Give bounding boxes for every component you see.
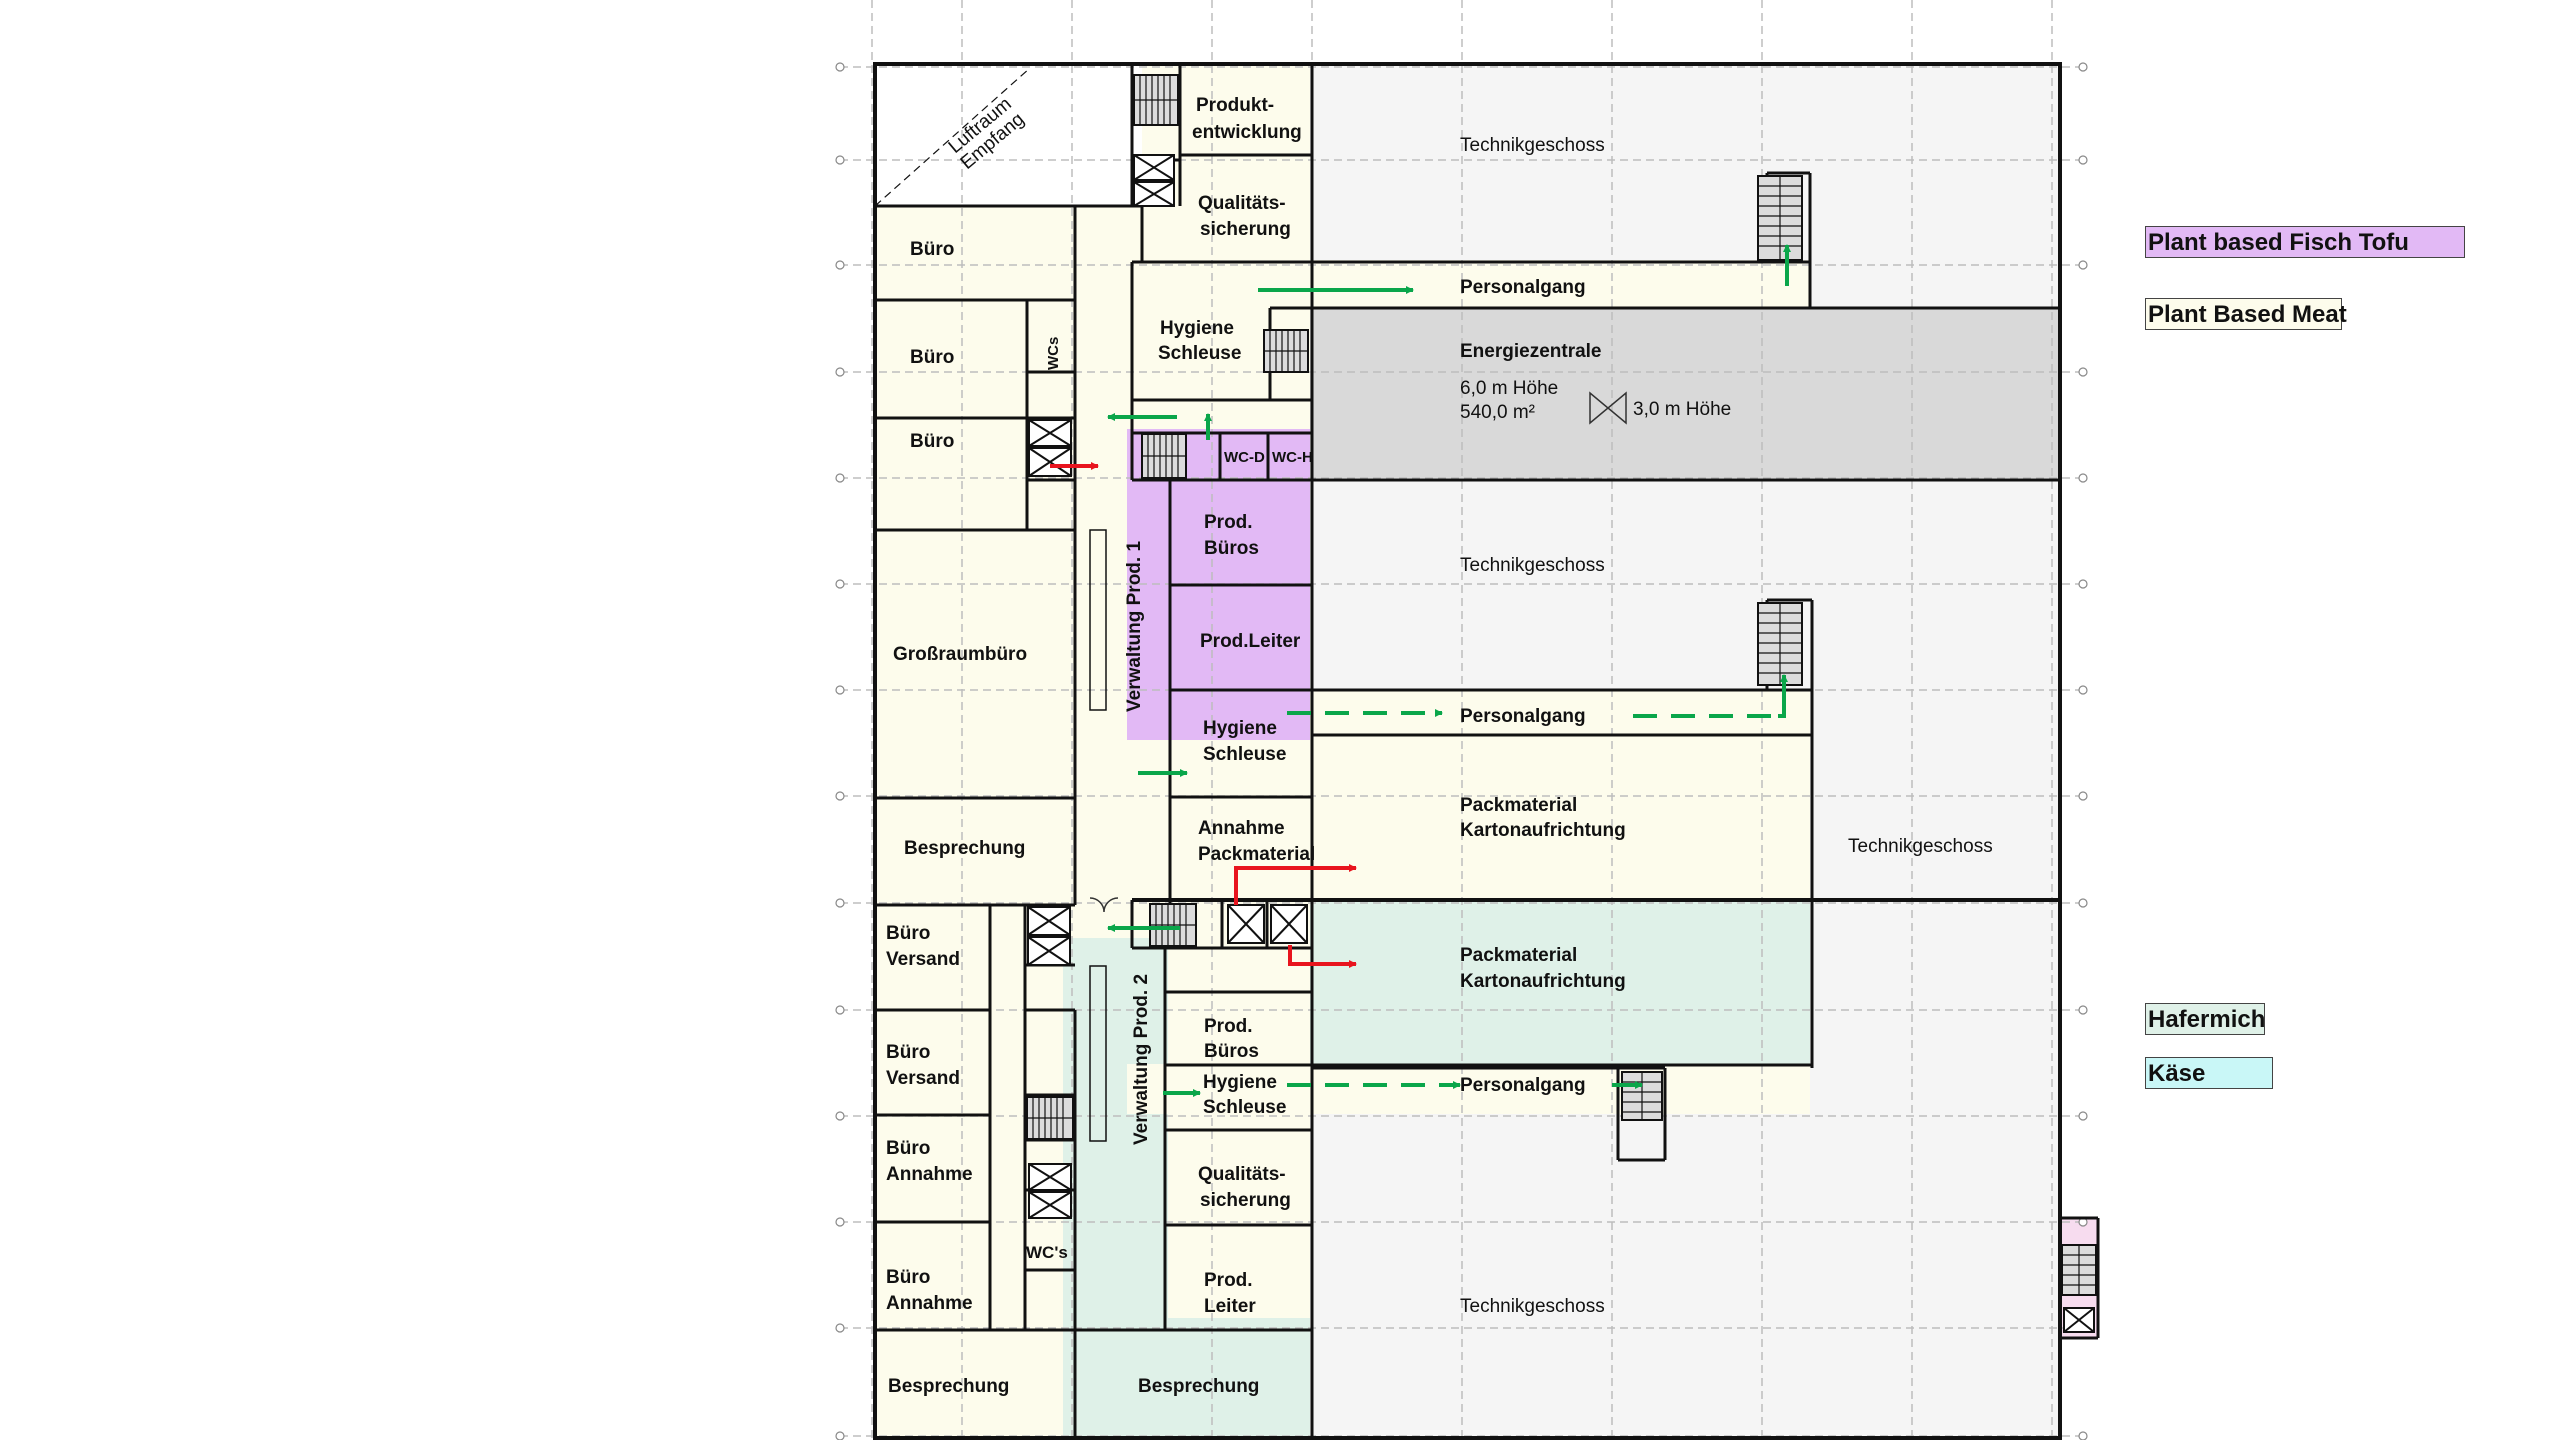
label-buero-1: Büro: [910, 239, 954, 260]
label-pack-2: Packmaterial: [1460, 945, 1577, 966]
label-prod-bueros-2b: Büros: [1204, 1041, 1259, 1062]
thin-walls: [1089, 529, 1107, 1142]
label-prod-leiter-2: Prod.: [1204, 1270, 1253, 1291]
label-produktentwicklung-2: entwicklung: [1192, 122, 1302, 143]
label-schleuse-1: Schleuse: [1158, 343, 1241, 364]
label-schleuse-3: Schleuse: [1203, 1097, 1286, 1118]
label-buero-annahme-1: Büro: [886, 1138, 930, 1159]
label-verwaltung-1: Verwaltung Prod. 1: [1124, 541, 1145, 712]
label-pack-1b: Kartonaufrichtung: [1460, 820, 1626, 841]
label-pack-2b: Kartonaufrichtung: [1460, 971, 1626, 992]
label-hygiene-1: Hygiene: [1160, 318, 1234, 339]
label-hygiene-2: Hygiene: [1203, 718, 1277, 739]
label-produktentwicklung: Produkt-: [1196, 95, 1274, 116]
material-flow-arrows: [1050, 462, 1357, 968]
grid-markers: [835, 62, 2088, 1440]
room-fills: [875, 64, 2098, 1438]
label-buero-versand-1b: Versand: [886, 949, 960, 970]
label-buero-3: Büro: [910, 431, 954, 452]
label-wc-h: WC-H: [1272, 449, 1313, 466]
label-annahme-1: Annahme: [1198, 818, 1285, 839]
label-grossraum: Großraumbüro: [893, 644, 1027, 665]
label-personalgang-3: Personalgang: [1460, 1075, 1586, 1096]
label-energie-hoehe2: 3,0 m Höhe: [1633, 399, 1731, 420]
label-buero-annahme-1b: Annahme: [886, 1164, 973, 1185]
label-prod-bueros-1b: Büros: [1204, 538, 1259, 559]
label-buero-versand-2: Büro: [886, 1042, 930, 1063]
label-besprechung-1: Besprechung: [904, 838, 1025, 859]
label-buero-2: Büro: [910, 347, 954, 368]
label-prod-leiter-2b: Leiter: [1204, 1296, 1256, 1317]
legend-hafermich: Hafermich: [2145, 1003, 2265, 1035]
label-buero-annahme-2: Büro: [886, 1267, 930, 1288]
legend-plant-based-meat: Plant Based Meat: [2145, 298, 2347, 330]
legend-kaese: Käse: [2145, 1057, 2273, 1089]
door-icon: [1089, 897, 1119, 913]
label-prod-bueros-1: Prod.: [1204, 512, 1253, 533]
label-packmaterial-1: Packmaterial: [1198, 844, 1315, 865]
label-technik-3: Technikgeschoss: [1848, 836, 1993, 857]
walls: [873, 62, 2100, 1440]
label-buero-annahme-2b: Annahme: [886, 1293, 973, 1314]
label-hygiene-3: Hygiene: [1203, 1072, 1277, 1093]
label-wc-d: WC-D: [1224, 449, 1265, 466]
label-qualitaet-4: sicherung: [1200, 1190, 1291, 1211]
label-energie-hoehe: 6,0 m Höhe: [1460, 378, 1558, 399]
valve-icon: [1589, 391, 1627, 425]
label-buero-versand-1: Büro: [886, 923, 930, 944]
legend-plant-based-fisch-tofu: Plant based Fisch Tofu: [2145, 226, 2465, 258]
label-wcs-top: WCs: [1045, 337, 1062, 370]
label-qualitaet-2: sicherung: [1200, 219, 1291, 240]
personal-flow-arrows: [1107, 244, 1791, 1097]
label-qualitaet-3: Qualitäts-: [1198, 1164, 1286, 1185]
label-buero-versand-2b: Versand: [886, 1068, 960, 1089]
label-prod-bueros-2: Prod.: [1204, 1016, 1253, 1037]
elevator-icon: [1027, 154, 2095, 1333]
label-pack-1: Packmaterial: [1460, 795, 1577, 816]
label-prod-leiter-1: Prod.Leiter: [1200, 631, 1301, 652]
label-verwaltung-2: Verwaltung Prod. 2: [1131, 974, 1152, 1145]
label-wcs-bottom: WC's: [1026, 1243, 1068, 1262]
label-besprechung-3: Besprechung: [1138, 1376, 1259, 1397]
room-labels: Luftraum Empfang Produkt- entwicklung Qu…: [886, 94, 1993, 1397]
label-technik-2: Technikgeschoss: [1460, 555, 1605, 576]
label-besprechung-2: Besprechung: [888, 1376, 1009, 1397]
label-energie-flaeche: 540,0 m²: [1460, 402, 1535, 423]
label-schleuse-2: Schleuse: [1203, 744, 1286, 765]
label-energiezentrale: Energiezentrale: [1460, 341, 1602, 362]
label-technik-1: Technikgeschoss: [1460, 135, 1605, 156]
label-technik-4: Technikgeschoss: [1460, 1296, 1605, 1317]
label-qualitaet: Qualitäts-: [1198, 193, 1286, 214]
label-personalgang-1: Personalgang: [1460, 277, 1586, 298]
label-personalgang-2: Personalgang: [1460, 706, 1586, 727]
